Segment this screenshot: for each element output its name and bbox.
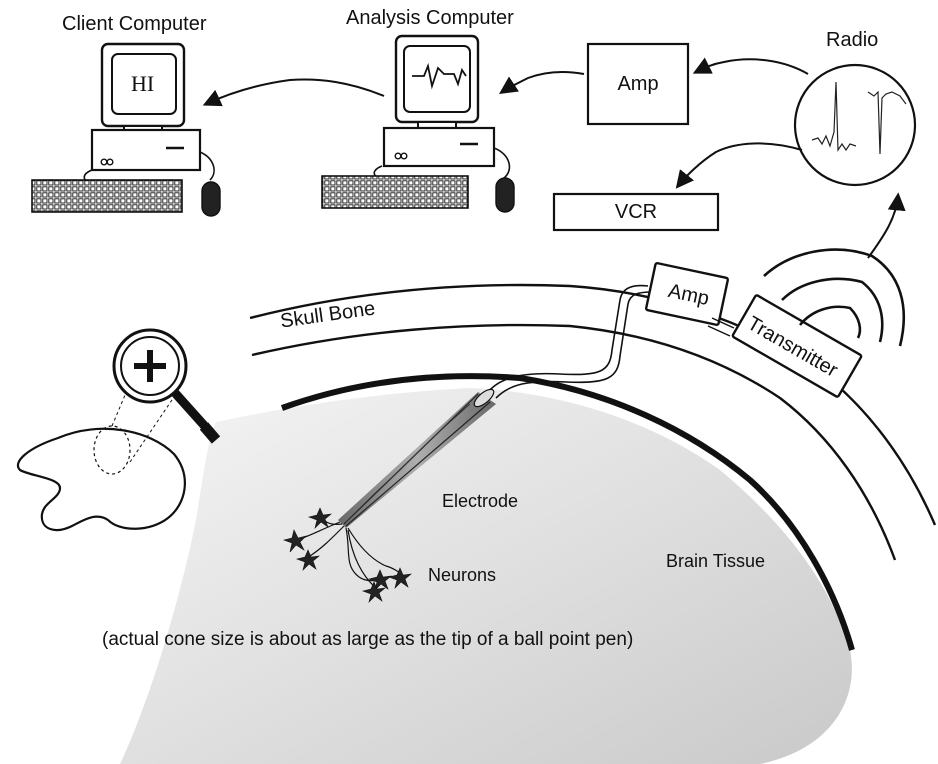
amp-transmitter-link xyxy=(707,317,735,337)
zoom-guide-lines xyxy=(111,387,177,463)
amp-receiver-label: Amp xyxy=(617,72,659,95)
electrode-wire xyxy=(487,284,653,399)
arrow-amp-to-analysis xyxy=(499,70,585,94)
screen-text: HI xyxy=(131,71,155,96)
electrode xyxy=(338,388,496,528)
analysis-computer-label: Analysis Computer xyxy=(346,7,514,29)
monitor-icon xyxy=(100,42,186,135)
keyboard-icon xyxy=(321,175,469,209)
neuron-cell-bodies xyxy=(282,507,412,603)
transmitter xyxy=(731,294,863,398)
magnifier-plus-icon xyxy=(112,328,221,444)
brain-outline xyxy=(17,427,186,532)
arrow-radio-to-vcr xyxy=(675,142,803,189)
brain-tissue-region xyxy=(120,373,855,764)
arrow-radio-to-amp xyxy=(692,57,809,75)
signal-waves-icon xyxy=(763,248,906,347)
electrode-label: Electrode xyxy=(442,491,519,511)
caption: (actual cone size is about as large as t… xyxy=(102,629,634,650)
mouse-icon xyxy=(201,181,221,217)
vcr-box xyxy=(552,192,720,232)
client-computer xyxy=(31,42,221,217)
analysis-computer xyxy=(321,34,515,213)
mouse-icon xyxy=(495,177,515,213)
keyboard-icon xyxy=(31,179,183,213)
client-computer-label: Client Computer xyxy=(62,13,207,35)
amp-receiver-box xyxy=(586,42,690,126)
radio-label: Radio xyxy=(826,29,879,51)
arrow-analysis-to-client xyxy=(202,78,385,107)
brain-tissue-label: Brain Tissue xyxy=(666,551,766,571)
head-amp xyxy=(644,262,730,326)
neurons-label: Neurons xyxy=(428,565,497,585)
radio-scope xyxy=(793,63,917,187)
arrow-to-radio xyxy=(867,192,906,259)
vcr-label: VCR xyxy=(614,200,658,223)
monitor-icon xyxy=(394,34,480,131)
